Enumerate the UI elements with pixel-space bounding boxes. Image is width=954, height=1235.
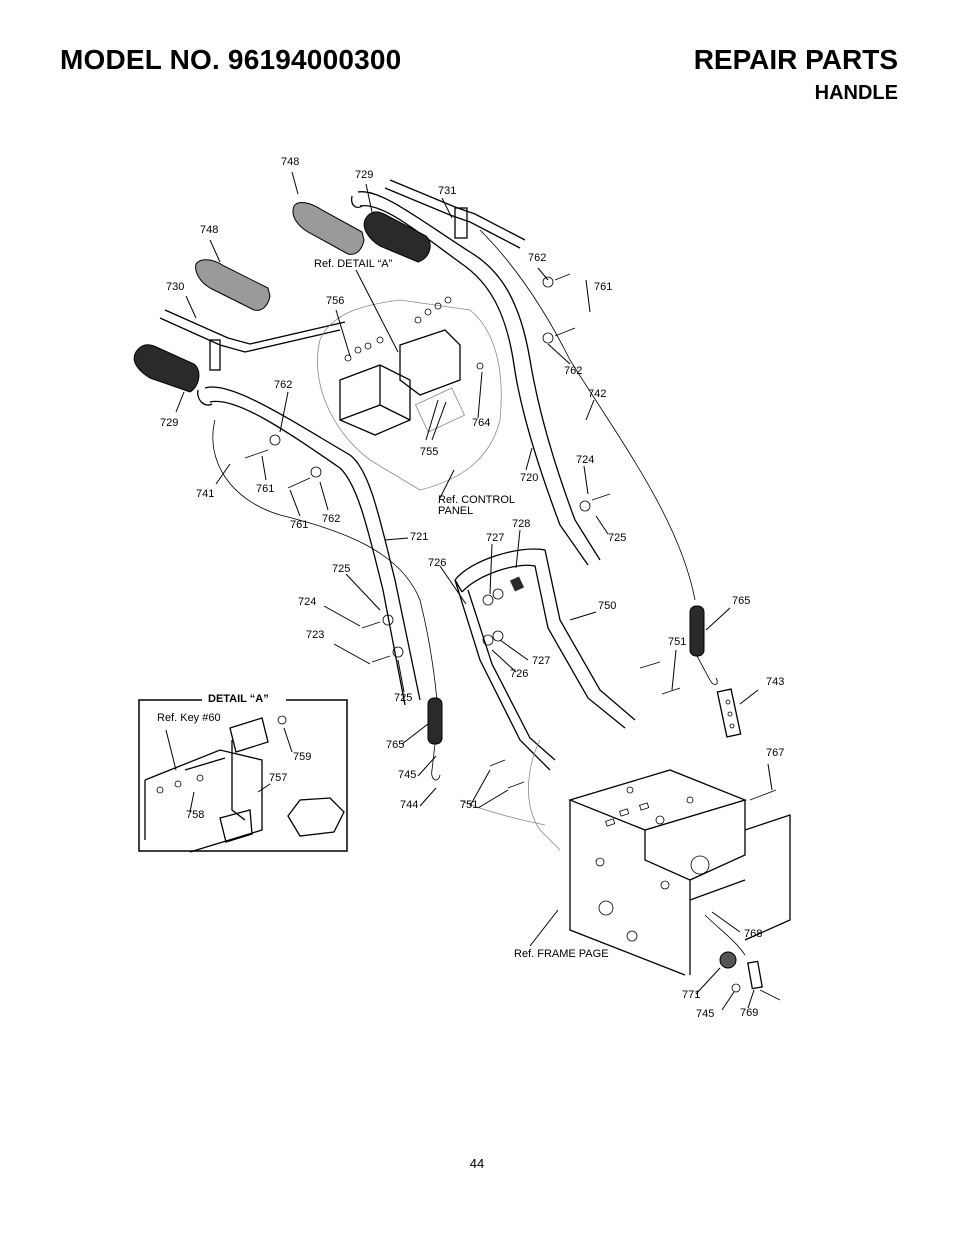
- callout-725a: 725: [332, 563, 350, 575]
- callout-726b: 726: [510, 668, 528, 680]
- callout-724b: 724: [298, 596, 316, 608]
- callout-762a: 762: [528, 252, 546, 264]
- cable-742: [479, 229, 696, 601]
- callout-759: 759: [293, 751, 311, 763]
- callout-751a: 751: [668, 636, 686, 648]
- callout-727b: 727: [532, 655, 550, 667]
- cable-741: [212, 419, 438, 701]
- link-743: [716, 688, 742, 738]
- callout-725c: 725: [394, 692, 412, 704]
- lever-731: [384, 179, 526, 249]
- callout-748a: 748: [281, 156, 299, 168]
- callout-741: 741: [196, 488, 214, 500]
- callout-761c: 761: [290, 519, 308, 531]
- ref-control-panel-1: Ref. CONTROL: [438, 494, 515, 506]
- right-handle-tube: [350, 191, 601, 566]
- callout-723: 723: [306, 629, 324, 641]
- callout-720: 720: [520, 472, 538, 484]
- lower-cable-parts: [704, 914, 781, 1001]
- detail-a-ref-key: Ref. Key #60: [157, 712, 221, 724]
- grip-729-left: [133, 344, 200, 393]
- model-number-title: MODEL NO. 96194000300: [60, 44, 402, 75]
- spring-765-right: [689, 605, 718, 685]
- callout-761a: 761: [594, 281, 612, 293]
- callout-767: 767: [766, 747, 784, 759]
- callout-750: 750: [598, 600, 616, 612]
- callout-748b: 748: [200, 224, 218, 236]
- callout-771: 771: [682, 989, 700, 1001]
- callout-725b: 725: [608, 532, 626, 544]
- callout-726a: 726: [428, 557, 446, 569]
- callout-729a: 729: [355, 169, 373, 181]
- ref-control-panel-2: PANEL: [438, 505, 473, 517]
- callout-756: 756: [326, 295, 344, 307]
- control-panel-ghost: [317, 299, 502, 491]
- callout-769: 769: [740, 1007, 758, 1019]
- callout-743: 743: [766, 676, 784, 688]
- callout-744: 744: [400, 799, 418, 811]
- grip-729-right: [363, 211, 431, 263]
- callout-729b: 729: [160, 417, 178, 429]
- leader-lines: [175, 171, 773, 1011]
- shift-lever-750: [454, 548, 636, 771]
- callout-762d: 762: [322, 513, 340, 525]
- callout-761b: 761: [256, 483, 274, 495]
- callout-758: 758: [186, 809, 204, 821]
- callout-730: 730: [166, 281, 184, 293]
- spring-765-left: [427, 697, 443, 781]
- callout-751b: 751: [460, 799, 478, 811]
- callout-755: 755: [420, 446, 438, 458]
- callout-757: 757: [269, 772, 287, 784]
- callout-765a: 765: [732, 595, 750, 607]
- callout-764: 764: [472, 417, 490, 429]
- frame: [459, 739, 791, 976]
- hardware: [244, 273, 777, 801]
- callout-728: 728: [512, 518, 530, 530]
- left-handle-tube: [197, 386, 421, 706]
- callout-727a: 727: [486, 532, 504, 544]
- callout-762b: 762: [274, 379, 292, 391]
- callout-768: 768: [744, 928, 762, 940]
- page-number: 44: [469, 1156, 485, 1171]
- ref-detail-a: Ref. DETAIL “A”: [314, 258, 393, 270]
- callout-742: 742: [588, 388, 606, 400]
- lever-730: [159, 309, 346, 371]
- callout-721: 721: [410, 531, 428, 543]
- subsection-title: HANDLE: [814, 82, 898, 104]
- callout-745a: 745: [398, 769, 416, 781]
- callouts: 748 729 731 748 Ref. DETAIL “A” 762 761 …: [160, 156, 784, 1020]
- ref-frame-page: Ref. FRAME PAGE: [514, 948, 609, 960]
- grip-cover-748-upper: [292, 202, 365, 255]
- bracket-756: [339, 329, 461, 436]
- callout-724a: 724: [576, 454, 594, 466]
- callout-745b: 745: [696, 1008, 714, 1020]
- callout-765b: 765: [386, 739, 404, 751]
- section-title: REPAIR PARTS: [693, 44, 898, 75]
- grip-cover-748-lower: [195, 259, 271, 311]
- callout-731: 731: [438, 185, 456, 197]
- detail-a-inset: DETAIL “A” Ref. Key #60 759 757 758: [138, 692, 348, 853]
- detail-a-title: DETAIL “A”: [208, 693, 269, 705]
- panel-bolts: [344, 296, 452, 362]
- callout-762c: 762: [564, 365, 582, 377]
